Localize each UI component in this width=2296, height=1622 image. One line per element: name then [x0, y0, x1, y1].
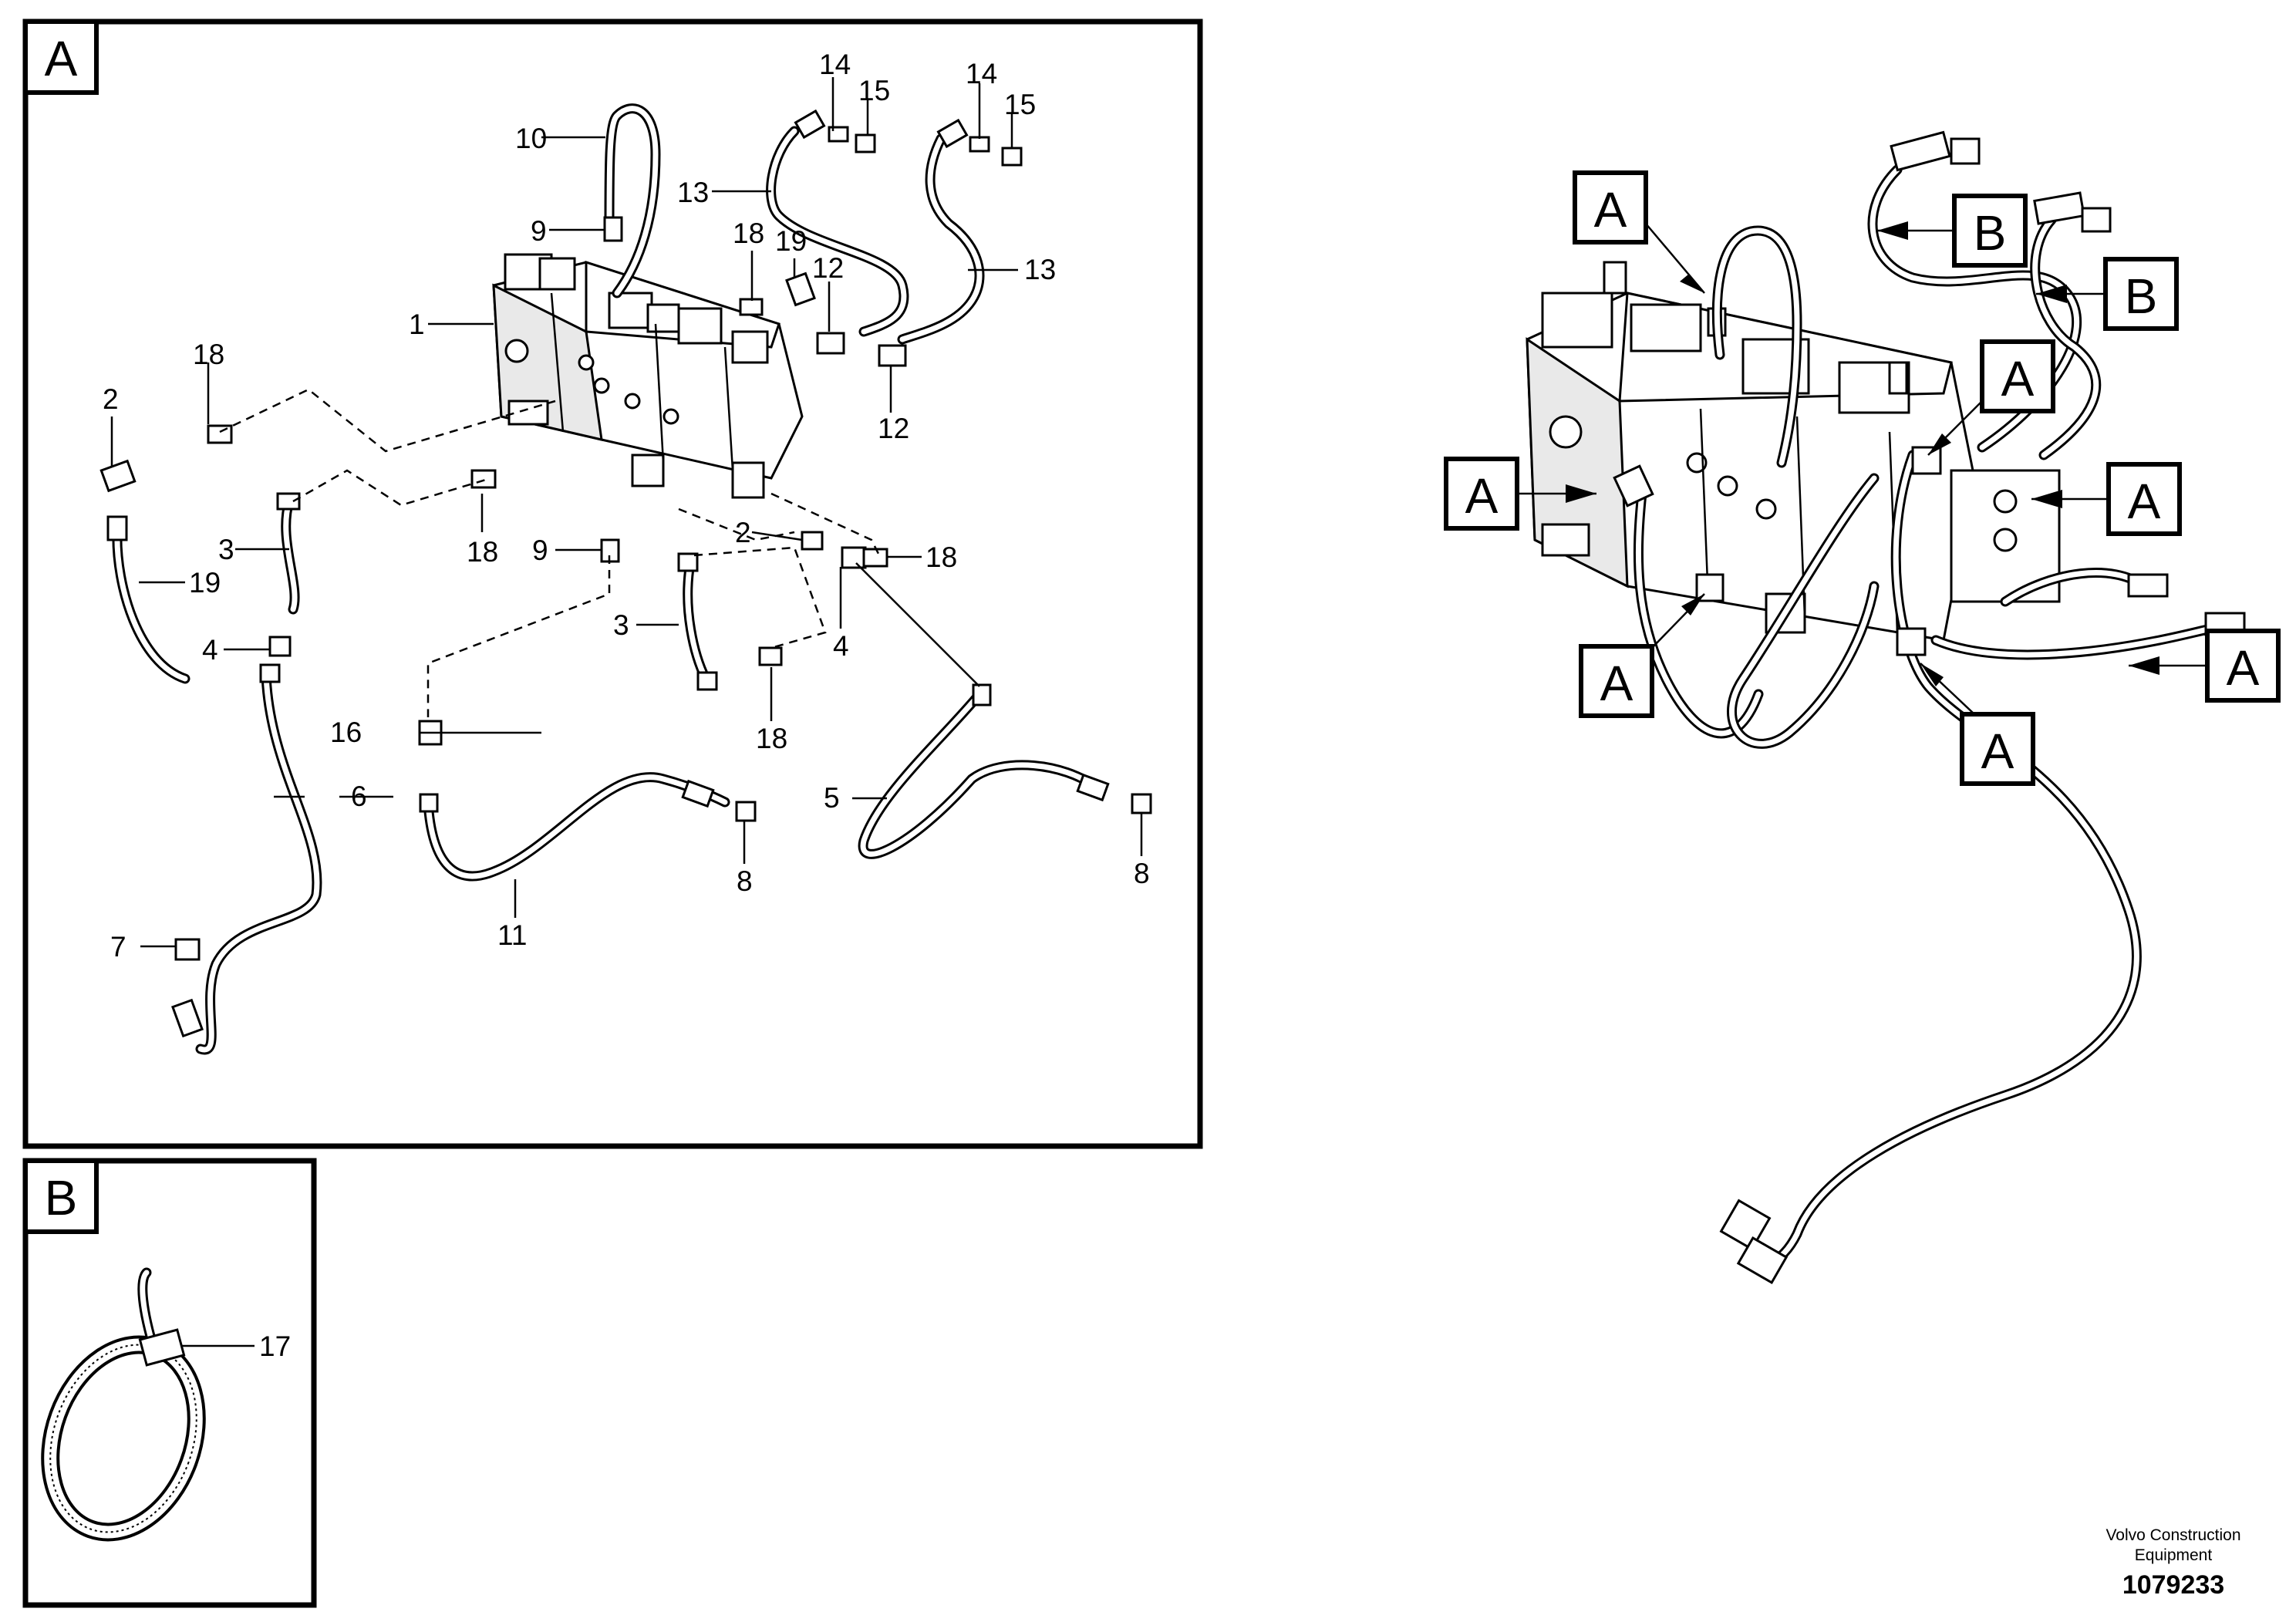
callout-14-right: 14 — [966, 58, 997, 89]
callout-18-right: 18 — [925, 541, 957, 573]
callout-12-top: 12 — [812, 252, 844, 284]
publisher-block: Volvo Construction Equipment 1079233 — [2106, 1526, 2240, 1600]
callout-18-top: 18 — [733, 218, 764, 249]
callout-17: 17 — [259, 1330, 291, 1362]
callout-4-right: 4 — [833, 630, 849, 662]
overview-fittings — [1613, 130, 2246, 1285]
tag-a-lower-left: A — [1600, 656, 1633, 711]
callout-9-upper: 9 — [531, 215, 547, 247]
tag-b-lower: B — [2125, 268, 2158, 324]
callout-3-right: 3 — [613, 609, 629, 641]
overview-tags: A B B A A A A A — [1444, 170, 2281, 786]
dashed-routing-view-a — [219, 388, 980, 717]
callout-3-left: 3 — [218, 534, 234, 565]
tag-a-right-mid: A — [2128, 474, 2161, 529]
publisher-line-2: Equipment — [2135, 1546, 2213, 1564]
publisher-line-1: Volvo Construction — [2106, 1526, 2240, 1544]
callout-15-right: 15 — [1004, 89, 1036, 120]
control-valve-block — [492, 253, 804, 499]
callout-8-left: 8 — [737, 865, 753, 897]
callout-18-left: 18 — [193, 339, 224, 370]
callout-5: 5 — [824, 782, 840, 814]
callout-2-right: 2 — [735, 517, 751, 548]
callout-8-right: 8 — [1134, 858, 1150, 889]
callout-18-mid: 18 — [467, 536, 498, 568]
callout-19-left: 19 — [189, 567, 221, 599]
drawing-number: 1079233 — [2122, 1570, 2224, 1600]
callout-1: 1 — [409, 309, 425, 340]
callout-13-right: 13 — [1024, 254, 1056, 285]
cable-tie: 17 — [41, 1267, 291, 1542]
hoses-view-a — [112, 103, 1101, 1055]
leader-lines-view-a — [110, 77, 1143, 948]
callout-16: 16 — [330, 717, 362, 748]
callout-19-top: 19 — [775, 225, 807, 257]
tag-a-top: A — [1594, 182, 1627, 238]
callout-10: 10 — [515, 123, 547, 154]
callout-11: 11 — [497, 919, 527, 951]
tag-a-right-upper: A — [2001, 351, 2035, 406]
callout-6: 6 — [351, 781, 367, 812]
callout-9-lower: 9 — [532, 534, 548, 566]
callout-15-left: 15 — [858, 75, 890, 106]
fittings-view-a — [99, 109, 1152, 1038]
tag-a-lower-mid: A — [1981, 723, 2014, 779]
callout-4-left: 4 — [202, 634, 218, 666]
tag-b-upper: B — [1974, 205, 2007, 261]
tag-a-far-right: A — [2227, 640, 2260, 696]
overview-hoses — [1633, 164, 2242, 1268]
callout-13-left: 13 — [677, 177, 709, 208]
tag-a-left: A — [1465, 468, 1499, 524]
callout-18-bottom: 18 — [756, 723, 787, 754]
callout-12-right: 12 — [878, 413, 909, 444]
view-a-label: A — [45, 31, 78, 86]
view-b-label: B — [45, 1170, 78, 1226]
callout-7: 7 — [110, 931, 126, 963]
callouts-view-a: 10 9 1 13 14 15 14 15 13 18 19 12 12 18 … — [103, 49, 1150, 963]
callout-2-left: 2 — [103, 383, 119, 415]
callout-14-left: 14 — [819, 49, 851, 80]
